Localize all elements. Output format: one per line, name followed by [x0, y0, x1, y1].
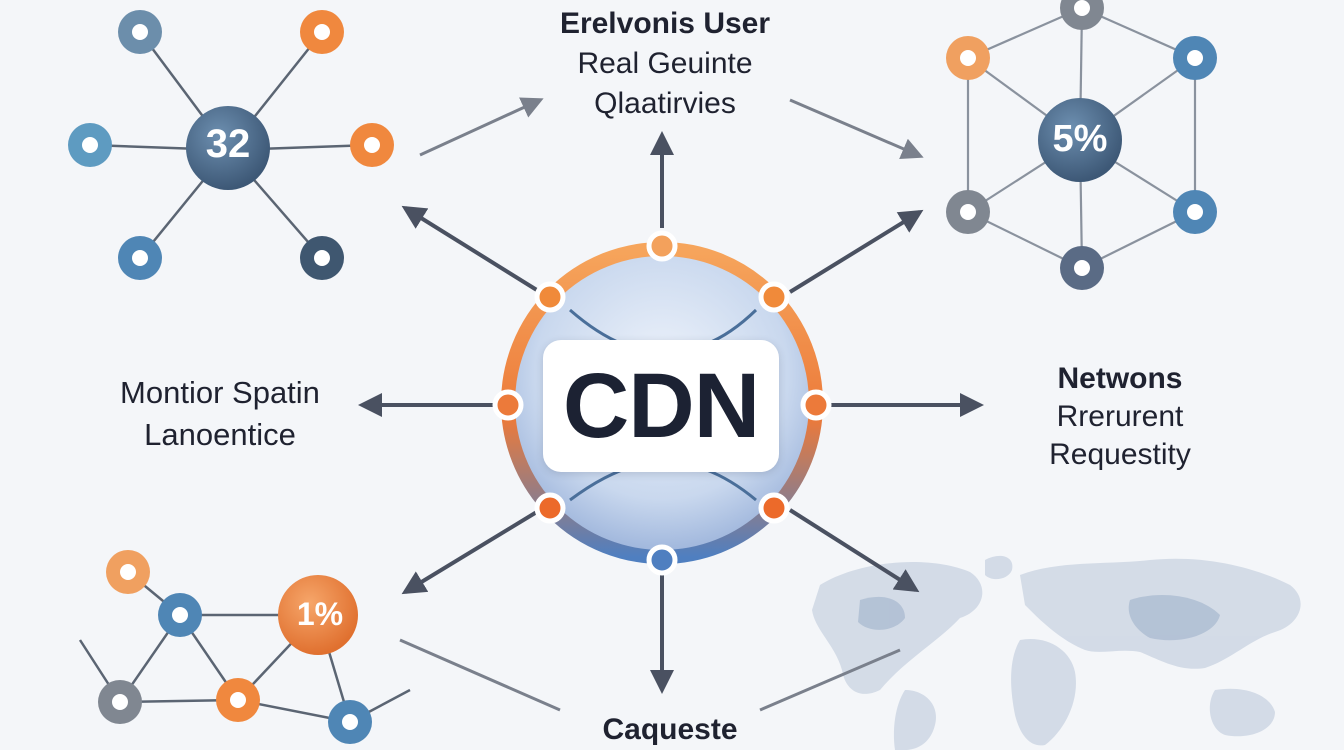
bottom-label: Caqueste: [602, 713, 738, 746]
left-label-line2: Lanoentice: [144, 417, 296, 452]
thin-arrows: [399, 97, 924, 712]
cluster-bottom-left: [98, 550, 372, 744]
top-label-line1: Erelvonis User: [559, 7, 771, 40]
top-label-line2: Real Geuinte: [577, 47, 753, 80]
right-label: Netwons Rrerurent Requestity: [1000, 360, 1240, 474]
top-label-line3: Qlaatirvies: [594, 87, 736, 120]
world-map-shade: [858, 595, 1220, 641]
arrow-up-left: [401, 205, 542, 294]
hub-top-right: [1038, 98, 1122, 182]
left-label-line1: Montior Spatin: [120, 375, 320, 410]
arrow-top-left-thin: [419, 97, 544, 157]
hub-top-left-value: 32: [205, 122, 251, 166]
top-label: Erelvonis User Real Geuinte Qlaatirvies: [500, 4, 830, 124]
ring-nodes: [492, 230, 832, 576]
arrow-up-right: [788, 209, 924, 294]
line-bottom-left-thin: [399, 638, 561, 712]
left-label: Montior Spatin Lanoentice: [60, 372, 380, 456]
cluster-top-right: [946, 0, 1217, 290]
hub-arrows: [358, 131, 984, 694]
hub-top-right-value: 5%: [1052, 118, 1108, 160]
arrow-down-left: [401, 508, 542, 595]
arrow-down-right: [788, 508, 920, 593]
arrow-top-right-thin: [789, 98, 924, 159]
hub-bottom-left: [278, 575, 358, 655]
hub-bottom-left-value: 1%: [296, 596, 344, 632]
cdn-label-box: CDN: [543, 340, 779, 472]
right-label-line1: Netwons: [1057, 362, 1183, 395]
world-map: [812, 555, 1301, 750]
hub-top-left: [186, 106, 270, 190]
right-label-line3: Requestity: [1049, 438, 1191, 471]
cdn-label: CDN: [562, 354, 760, 457]
line-bottom-right-thin: [759, 648, 901, 712]
right-label-line2: Rrerurent: [1056, 400, 1184, 433]
cluster-top-left: [68, 10, 394, 280]
